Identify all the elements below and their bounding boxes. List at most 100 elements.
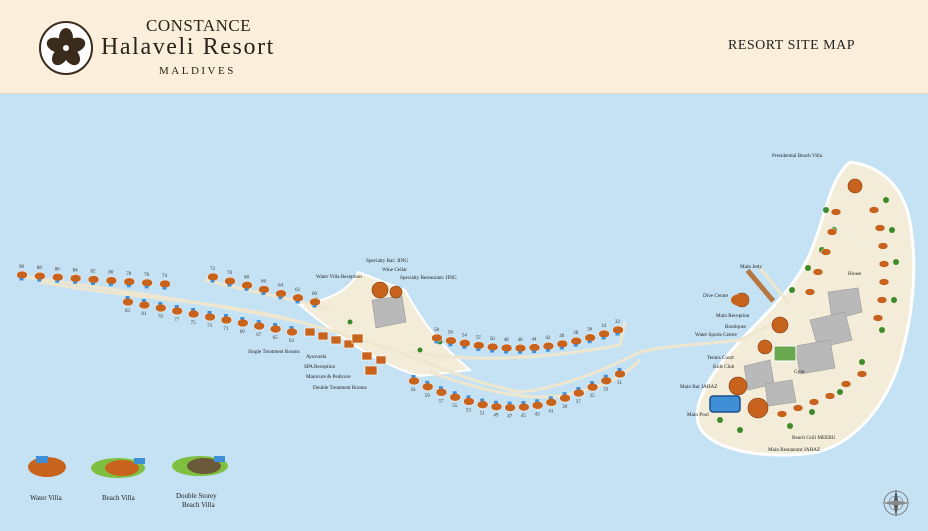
water-villa-deck <box>210 280 215 283</box>
water-villa-deck <box>476 348 481 351</box>
label-single-treatment-rooms: Single Treatment Rooms <box>248 349 300 355</box>
water-villa-roof <box>141 278 153 288</box>
water-villa-deck <box>256 320 261 323</box>
water-villa-number: 77 <box>174 318 180 323</box>
water-villa-deck <box>601 336 606 340</box>
water-villa-deck <box>452 391 457 394</box>
water-villa-roof <box>486 342 499 352</box>
water-villa-deck <box>448 343 453 347</box>
header-bar: CONSTANCE Halaveli Resort MALDIVES RESOR… <box>0 0 928 94</box>
water-villa-roof <box>570 336 582 346</box>
water-villa-deck <box>587 340 592 344</box>
water-villa-number: 57 <box>438 399 444 404</box>
water-villa-roof <box>105 276 118 285</box>
label-specialty-restaurant: Specialty Restaurant: JING <box>400 275 457 281</box>
water-villa-deck <box>108 283 113 287</box>
water-villa-roof <box>614 369 626 379</box>
water-villa-number: 42 <box>545 336 551 341</box>
water-villa-deck <box>518 351 523 354</box>
water-villa-deck <box>244 288 249 291</box>
water-villa-number: 58 <box>434 328 440 333</box>
water-villa-deck <box>573 344 578 347</box>
water-villa-number: 68 <box>244 275 250 280</box>
water-villa-number: 47 <box>507 415 512 420</box>
map-labels: Presidential Beach Villa Main Jetty Dive… <box>248 153 862 453</box>
water-villa-roof <box>237 318 249 328</box>
beach-villas <box>776 206 890 418</box>
water-villa-deck <box>507 401 512 405</box>
legend-label-beach-villa-2: Beach Villa <box>182 501 216 509</box>
water-villa-roof <box>449 392 461 402</box>
water-villa-number: 90 <box>19 265 25 270</box>
water-villa-number: 35 <box>590 394 596 399</box>
water-villa-deck <box>227 284 232 287</box>
legend-beach-villa: Beach Villa <box>91 458 145 502</box>
water-villa-roof <box>500 343 513 353</box>
water-villa-roof <box>123 277 135 286</box>
water-villa-deck <box>126 284 131 288</box>
compass-rose-icon <box>882 489 910 517</box>
water-villa-roof <box>545 398 558 407</box>
water-villa-number: 79 <box>158 315 164 320</box>
water-villa-deck <box>191 308 196 311</box>
water-villa-roof <box>573 388 585 398</box>
water-villa-roof <box>584 333 596 342</box>
water-villa-roof <box>586 382 599 392</box>
brand-name-constance: CONSTANCE <box>146 16 252 35</box>
legend-water-villa: Water Villa <box>28 456 66 502</box>
legend-label-water-villa: Water Villa <box>30 494 63 502</box>
water-villa-deck <box>125 296 130 299</box>
water-villa-number: 53 <box>466 408 472 413</box>
label-main-jetty: Main Jetty <box>740 264 762 270</box>
label-double-treatment-rooms: Double Treatment Rooms <box>313 385 367 391</box>
spa-rooms <box>304 327 387 376</box>
water-villa-deck <box>37 279 42 282</box>
water-villa-roof <box>275 289 287 298</box>
brand-name-halaveli: Halaveli Resort <box>101 34 275 60</box>
water-villa-roof <box>421 382 434 392</box>
water-villa-deck <box>19 278 24 281</box>
legend-label-double-storey: Double Storey <box>176 492 217 500</box>
water-villa-roof <box>138 300 151 310</box>
water-villa-deck <box>521 401 526 404</box>
water-villa-deck <box>462 346 467 349</box>
water-villa-deck <box>438 386 443 389</box>
label-ayurveda: Ayurveda <box>306 354 327 360</box>
water-villa-number: 34 <box>601 324 607 329</box>
legend-double-storey-villa: Double Storey Beach Villa <box>172 456 228 509</box>
water-villa-deck <box>617 368 622 371</box>
water-villa-roof <box>559 393 571 403</box>
water-villa-roof <box>612 325 624 335</box>
water-villa-roof <box>187 309 200 319</box>
water-villas <box>16 270 626 412</box>
tennis-court <box>773 345 797 362</box>
water-villa-number: 51 <box>480 412 486 417</box>
water-villa-deck <box>207 311 212 314</box>
water-villa-number: 76 <box>144 273 150 278</box>
water-villa-number: 59 <box>425 394 431 399</box>
water-villa-roof <box>542 341 555 351</box>
water-villa-roof <box>155 303 167 313</box>
water-villa-deck <box>295 300 300 304</box>
water-villa-roof <box>463 397 475 406</box>
water-villa-number: 72 <box>210 267 216 272</box>
label-dive-centre: Dive Centre <box>703 293 729 299</box>
label-beach-grill: Beach Grill MEEBU <box>792 435 836 441</box>
water-villa-deck <box>223 314 228 317</box>
water-villa-number: 46 <box>518 338 524 343</box>
water-villa-number: 69 <box>240 330 246 335</box>
label-main-pool: Main Pool <box>687 412 709 418</box>
water-villa-number: 43 <box>535 412 541 417</box>
water-villa-roof <box>122 297 134 307</box>
water-villa-number: 40 <box>559 334 565 339</box>
label-gym: Gym <box>794 369 804 375</box>
legend-label-beach-villa: Beach Villa <box>102 494 136 502</box>
water-villa-number: 63 <box>289 339 295 344</box>
label-water-sports-centre: Water Sports Centre <box>695 332 738 338</box>
water-villa-deck <box>562 392 567 395</box>
water-villa-number: 39 <box>562 405 568 410</box>
water-villa-deck <box>158 302 163 305</box>
label-water-villa-reception: Water Villa Reception <box>316 274 362 280</box>
water-villa-deck <box>144 285 149 289</box>
